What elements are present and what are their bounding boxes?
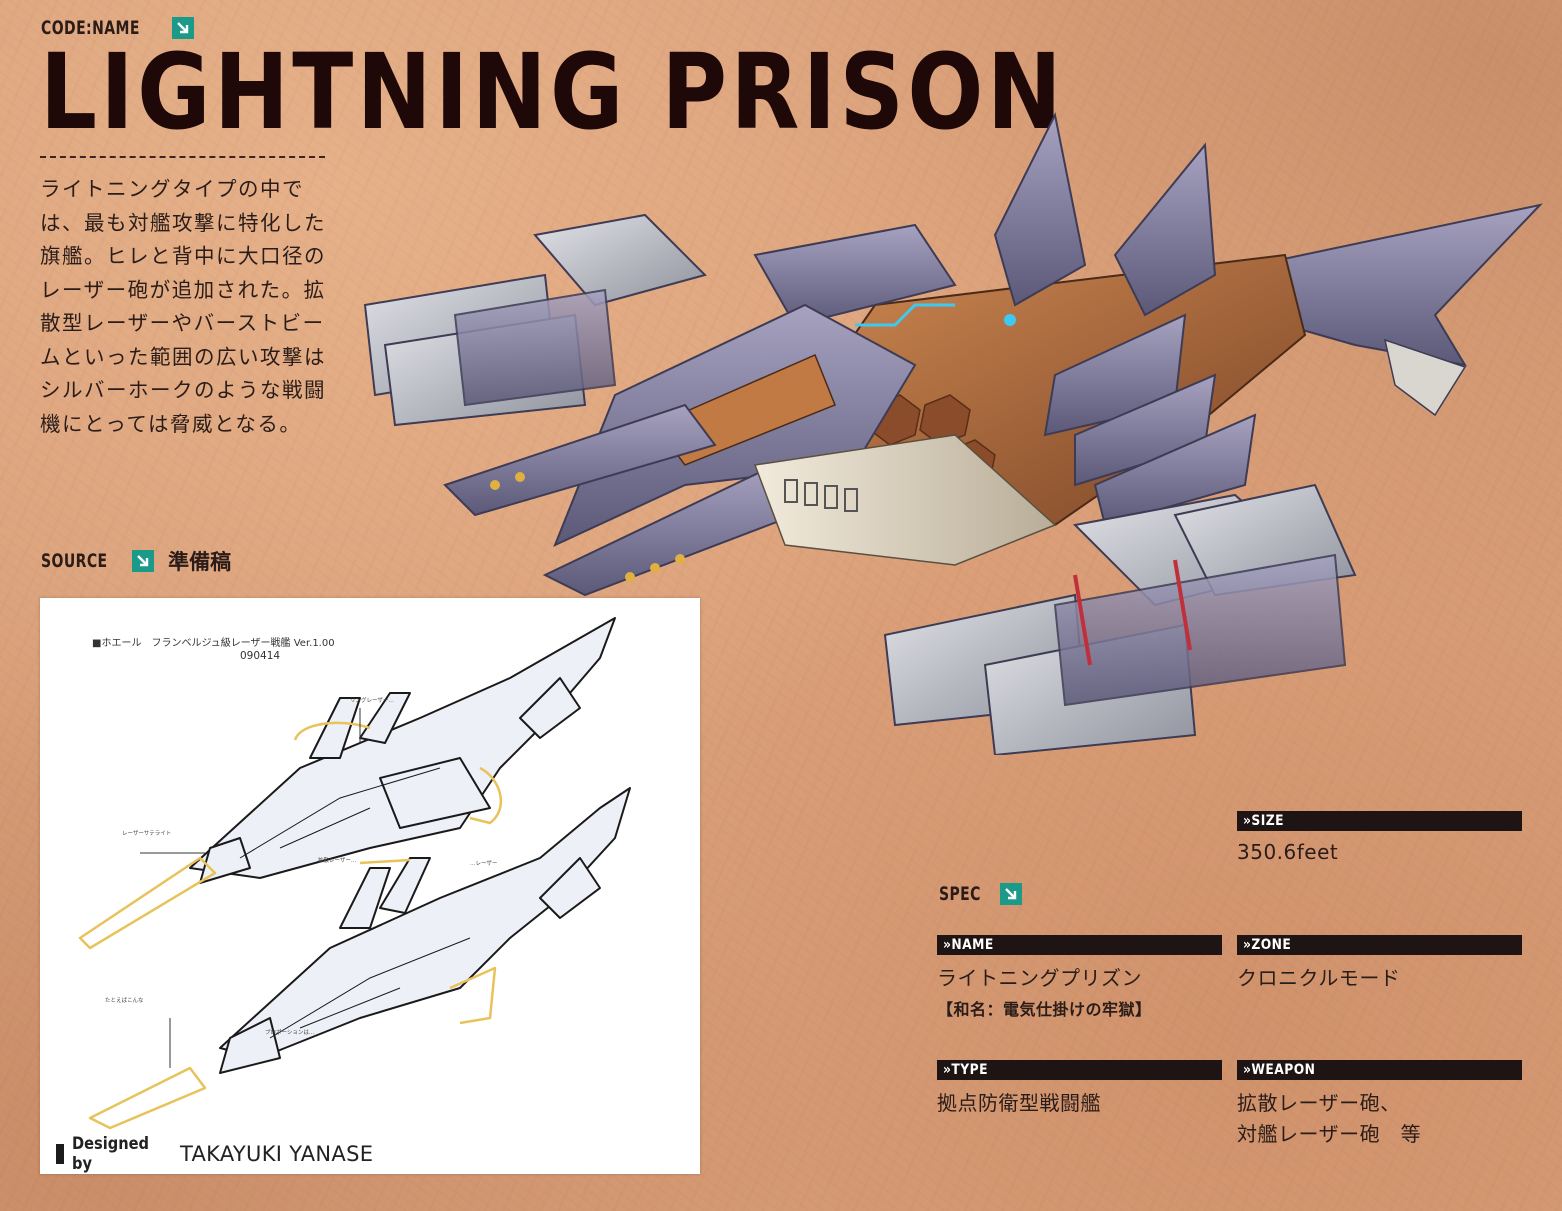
sketch-date: 090414: [240, 650, 281, 662]
ship-line-sketch: [78, 617, 631, 1130]
designer-name: TAKAYUKI YANASE: [180, 1142, 374, 1166]
code-name-text: CODE:NAME: [41, 17, 140, 39]
spec-name-header: »NAME: [937, 935, 1222, 955]
spec-zone-value: クロニクルモード: [1237, 966, 1401, 990]
description-line: レーザー砲が追加された。拡: [40, 277, 326, 302]
source-label: SOURCE 準備稿: [41, 546, 231, 576]
description: ライトニングタイプの中で は、最も対艦攻撃に特化した 旗艦。ヒレと背中に大口径の…: [40, 173, 340, 441]
description-line: ムといった範囲の広い攻撃は: [40, 344, 326, 369]
credit-bar: [56, 1144, 64, 1164]
spec-weapon-header: »WEAPON: [1237, 1060, 1522, 1080]
sketch-header: ■ホエール フランベルジュ級レーザー戦艦 Ver.1.00: [92, 638, 335, 649]
source-label-text: SOURCE: [41, 550, 108, 572]
spec-type-value: 拠点防衛型戦闘艦: [937, 1091, 1101, 1115]
spec-name-japanese: 【和名：電気仕掛けの牢獄】: [937, 1000, 1152, 1019]
sketch-annotation: たとえばこんな: [105, 998, 144, 1004]
description-line: は、最も対艦攻撃に特化した: [40, 210, 326, 235]
description-line: シルバーホークのような戦闘: [40, 378, 326, 402]
arrow-down-right-icon: [171, 17, 194, 39]
description-line: ライトニングタイプの中で: [40, 177, 304, 201]
sketch-annotation: …レーザー: [470, 861, 498, 867]
spec-weapon-line: 対艦レーザー砲 等: [1237, 1122, 1422, 1146]
description-line: 散型レーザーやバーストビー: [40, 311, 325, 335]
arrow-down-right-icon: [132, 550, 155, 572]
spec-weapon-line: 拡散レーザー砲、: [1237, 1091, 1401, 1115]
spec-name: »NAME ライトニングプリズン 【和名：電気仕掛けの牢獄】: [937, 935, 1222, 1025]
concept-sketch-panel: ■ホエール フランベルジュ級レーザー戦艦 Ver.1.00 090414: [40, 598, 700, 1174]
sketch-annotation: プロポーションは…: [265, 1030, 315, 1036]
designed-by-label: Designed by: [72, 1134, 150, 1174]
designer-credit: Designed by TAKAYUKI YANASE: [56, 1134, 373, 1174]
spec-label-text: SPEC: [939, 883, 981, 905]
title-divider: [40, 156, 325, 158]
description-line: 機にとっては脅威となる。: [40, 411, 302, 436]
ship-render-illustration: [363, 111, 1543, 755]
sketch-annotation: リングレーザー…: [350, 698, 394, 704]
spec-size-header: »SIZE: [1237, 811, 1522, 831]
source-value: 準備稿: [168, 550, 232, 574]
description-line: 旗艦。ヒレと背中に大口径の: [40, 244, 326, 268]
spec-name-value: ライトニングプリズン 【和名：電気仕掛けの牢獄】: [937, 963, 1222, 1025]
spec-type: »TYPE 拠点防衛型戦闘艦: [937, 1060, 1222, 1119]
spec-type-header: »TYPE: [937, 1060, 1222, 1080]
page-title: LIGHTNING PRISON: [40, 31, 1066, 153]
spec-weapon-value: 拡散レーザー砲、 対艦レーザー砲 等: [1237, 1088, 1522, 1150]
spec-label: SPEC: [939, 883, 1023, 905]
spec-size: »SIZE 350.6feet: [1237, 811, 1522, 868]
spec-name-katakana: ライトニングプリズン: [937, 966, 1142, 990]
code-name-label: CODE:NAME: [41, 17, 194, 39]
arrow-down-right-icon: [1000, 883, 1023, 905]
spec-weapon: »WEAPON 拡散レーザー砲、 対艦レーザー砲 等: [1237, 1060, 1522, 1150]
spec-zone: »ZONE クロニクルモード: [1237, 935, 1522, 994]
spec-zone-header: »ZONE: [1237, 935, 1522, 955]
spec-size-value: 350.6feet: [1237, 840, 1339, 864]
sketch-annotation: レーザーサテライト: [122, 831, 172, 837]
sketch-annotation: 拡散レーザー…: [318, 858, 357, 864]
